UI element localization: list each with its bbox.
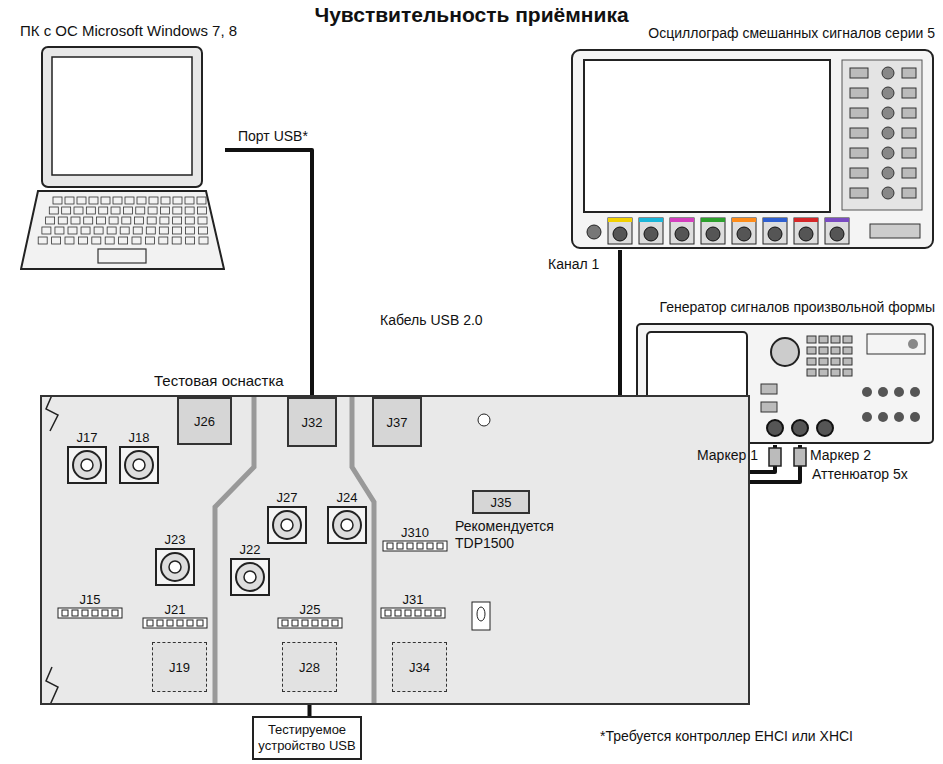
socket-area: J34 — [392, 642, 447, 692]
part-label: J35 — [491, 495, 512, 510]
socket-area: J28 — [282, 642, 337, 692]
pin-header: J25 — [277, 602, 343, 629]
instrument-label: Тестовая оснастка — [154, 372, 284, 389]
part-label: Тестируемое устройство USB — [257, 722, 357, 753]
pin-header: J310 — [382, 525, 448, 552]
bnc-connector: J17 — [64, 430, 110, 485]
attenuator — [794, 448, 806, 466]
socket-area: J19 — [152, 642, 207, 692]
part-label: J31 — [380, 592, 446, 607]
part-label: J25 — [277, 602, 343, 617]
instrument-label: ПК с ОС Microsoft Windows 7, 8 — [20, 22, 237, 39]
part-label: J15 — [57, 592, 123, 607]
bnc-connector: J18 — [116, 430, 162, 485]
part-label: J28 — [299, 660, 320, 675]
connector-block: J37 — [372, 397, 422, 447]
bnc-connector: J24 — [324, 490, 370, 545]
annotation: Кабель USB 2.0 — [380, 312, 483, 328]
part-label: J23 — [152, 532, 198, 547]
part-label: J22 — [227, 542, 273, 557]
part-label: J34 — [409, 660, 430, 675]
instrument-label: Генератор сигналов произвольной формы — [660, 299, 935, 315]
annotation: *Требуется контроллер EHCI или XHCI — [600, 728, 853, 744]
pin-header: J15 — [57, 592, 123, 619]
pin-header: J21 — [142, 602, 208, 629]
laptop-pc: ПК с ОС Microsoft Windows 7, 8 — [20, 45, 225, 275]
part-label: J37 — [387, 415, 408, 430]
connector-block: J26 — [177, 397, 232, 445]
bnc-connector: J22 — [227, 542, 273, 597]
part-label: J32 — [302, 415, 323, 430]
cable — [225, 150, 312, 397]
part-label: J17 — [64, 430, 110, 445]
part-label: J21 — [142, 602, 208, 617]
instrument-label: Осциллограф смешанных сигналов серии 5 — [648, 25, 935, 41]
annotation: Канал 1 — [548, 256, 599, 272]
connector-block: J32 — [287, 397, 337, 447]
part-label: J27 — [264, 490, 310, 505]
bnc-connector: J23 — [152, 532, 198, 587]
annotation: Рекомендуется TDP1500 — [455, 518, 573, 552]
bnc-connector: J27 — [264, 490, 310, 545]
oscilloscope: Осциллограф смешанных сигналов серии 5 — [570, 48, 935, 250]
attenuator — [769, 448, 781, 466]
part-label: J26 — [194, 414, 215, 429]
test-fixture: Тестовая оснасткаJ26J32J37J17J18J27J24J3… — [40, 395, 750, 705]
annotation: Маркер 2 — [810, 447, 871, 463]
connector-block: J35 — [472, 490, 530, 514]
annotation: Порт USB* — [238, 128, 308, 144]
annotation: Аттенюатор 5x — [812, 466, 908, 482]
part-label: J19 — [169, 660, 190, 675]
part-label: J24 — [324, 490, 370, 505]
part-label: J18 — [116, 430, 162, 445]
part-label: J310 — [382, 525, 448, 540]
annotation: Маркер 1 — [697, 447, 758, 463]
device-under-test: Тестируемое устройство USB — [252, 716, 362, 760]
pin-header: J31 — [380, 592, 446, 619]
